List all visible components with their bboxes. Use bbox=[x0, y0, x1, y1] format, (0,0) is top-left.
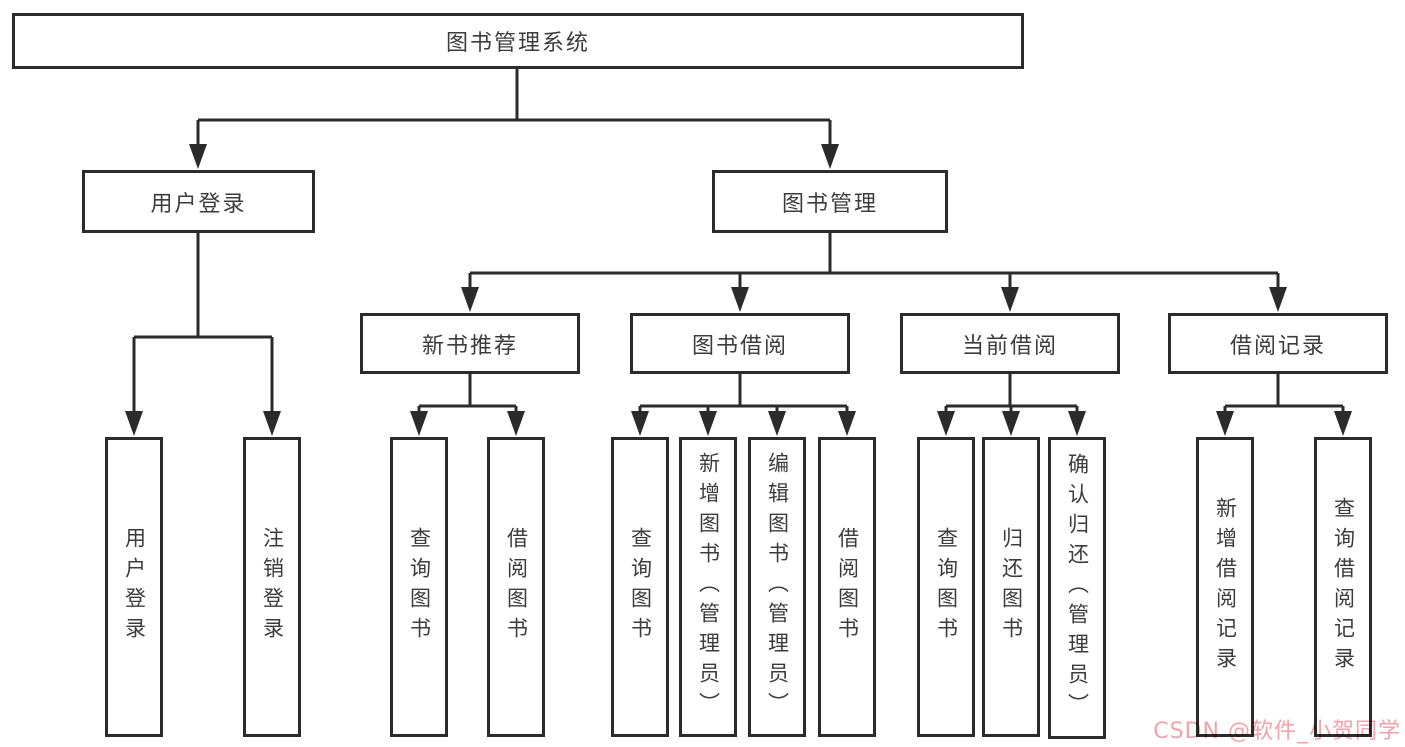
leaf-edit-book-admin: 编辑图书（管理员） bbox=[748, 437, 806, 737]
leaf-logout: 注销登录 bbox=[243, 437, 301, 737]
connector-records bbox=[1223, 374, 1345, 414]
node-current-borrow: 当前借阅 bbox=[900, 313, 1120, 374]
connector-root bbox=[196, 68, 832, 146]
leaf-add-book-admin: 新增图书（管理员） bbox=[679, 437, 737, 737]
arrowheads bbox=[125, 144, 1352, 436]
leaf-query-book-current: 查询图书 bbox=[917, 437, 975, 737]
leaf-user-login: 用户登录 bbox=[105, 437, 163, 737]
node-book-management: 图书管理 bbox=[712, 170, 948, 233]
connector-user-login bbox=[132, 233, 274, 413]
leaf-query-book-rec: 查询图书 bbox=[390, 437, 448, 737]
leaf-query-book-borrow: 查询图书 bbox=[611, 437, 669, 737]
leaf-query-borrow-record: 查询借阅记录 bbox=[1314, 437, 1372, 737]
node-user-login: 用户登录 bbox=[82, 170, 315, 233]
leaf-return-book: 归还图书 bbox=[982, 437, 1040, 737]
connector-borrow bbox=[638, 374, 849, 414]
node-book-borrow: 图书借阅 bbox=[630, 313, 850, 374]
node-library-system: 图书管理系统 bbox=[12, 13, 1024, 69]
leaf-borrow-book: 借阅图书 bbox=[818, 437, 876, 737]
csdn-watermark: CSDN @软件_小贺同学 bbox=[1153, 719, 1401, 744]
connector-current bbox=[944, 374, 1079, 414]
connector-new-rec bbox=[417, 374, 518, 414]
leaf-borrow-book-rec: 借阅图书 bbox=[487, 437, 545, 737]
leaf-add-borrow-record: 新增借阅记录 bbox=[1196, 437, 1254, 737]
node-borrow-records: 借阅记录 bbox=[1168, 313, 1388, 374]
node-new-book-recommend: 新书推荐 bbox=[360, 313, 580, 374]
leaf-confirm-return-admin: 确认归还（管理员） bbox=[1048, 437, 1106, 739]
connector-book-mgmt bbox=[468, 233, 1280, 289]
